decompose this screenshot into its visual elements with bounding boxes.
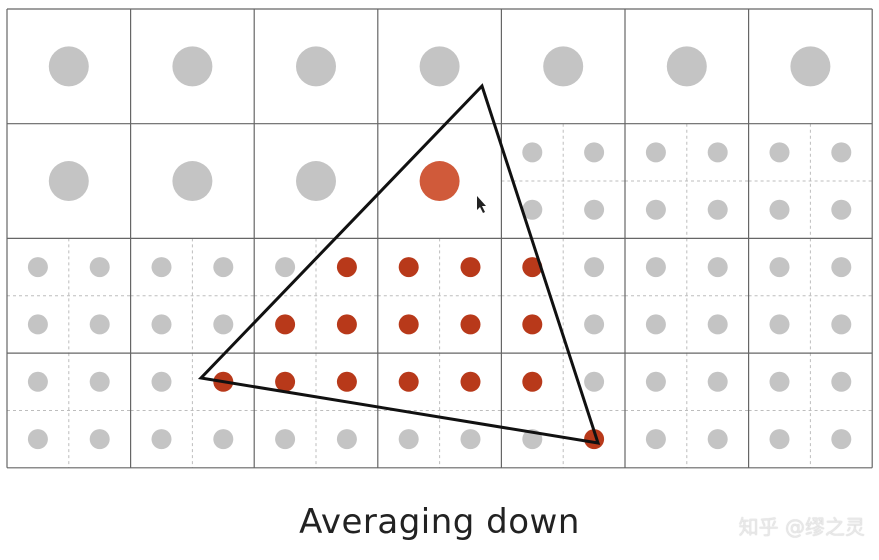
covered-subsample (398, 257, 419, 278)
subsample (769, 199, 790, 220)
subsample (27, 371, 48, 392)
subsample (584, 314, 605, 335)
triangle-outline (197, 83, 601, 445)
pixel-sample (543, 46, 584, 87)
pixel-sample (48, 161, 89, 202)
subsample (769, 371, 790, 392)
subsample (707, 199, 728, 220)
pixel-sample (172, 46, 213, 87)
subsample (645, 371, 666, 392)
subsample (89, 314, 110, 335)
subsample (831, 371, 852, 392)
pixel-sample (666, 46, 707, 87)
subsample (831, 142, 852, 163)
subsample (707, 314, 728, 335)
pixel-sample (296, 46, 336, 87)
subsample (151, 371, 172, 392)
pixel-sample (172, 161, 213, 202)
subsample (707, 257, 728, 278)
watermark: 知乎 @缪之灵 (738, 515, 865, 539)
subsample (707, 371, 728, 392)
subsample (89, 257, 110, 278)
subsample (89, 371, 110, 392)
subsample (522, 142, 543, 163)
covered-subsample (460, 257, 481, 278)
covered-subsample (275, 314, 296, 335)
subsample (584, 257, 605, 278)
pixel-sample (790, 46, 831, 87)
subsample (769, 314, 790, 335)
subsample (584, 371, 605, 392)
covered-subsample (460, 314, 481, 335)
subsample (89, 429, 110, 450)
subsample (522, 199, 543, 220)
covered-subsample (522, 314, 543, 335)
covered-subsample (398, 314, 419, 335)
subsample (460, 429, 481, 450)
subsample (275, 429, 296, 450)
subsample (213, 429, 234, 450)
subsample (769, 257, 790, 278)
subsample (398, 429, 419, 450)
subsample (213, 314, 234, 335)
subsample (769, 429, 790, 450)
pixel-sample (296, 161, 336, 202)
covered-subsample (522, 371, 543, 392)
covered-subsample (275, 371, 296, 392)
covered-subsample (336, 257, 357, 278)
subsample (151, 314, 172, 335)
pixel-sample (419, 46, 460, 87)
subsample (27, 257, 48, 278)
subsample (645, 257, 666, 278)
subsample (27, 429, 48, 450)
covered-subsample (460, 371, 481, 392)
subsample (707, 142, 728, 163)
subsample (645, 429, 666, 450)
subsample (336, 429, 357, 450)
covered-subsample (398, 371, 419, 392)
pixel-grid-figure (6, 8, 873, 469)
subsample (213, 257, 234, 278)
covered-subsample (336, 314, 357, 335)
subsample (645, 314, 666, 335)
subsample (831, 257, 852, 278)
subsample (707, 429, 728, 450)
mouse-cursor-icon (477, 196, 486, 213)
subsample (27, 314, 48, 335)
subsample (584, 199, 605, 220)
subsample (275, 257, 296, 278)
subsample (151, 429, 172, 450)
subsample (831, 429, 852, 450)
pixel-sample (48, 46, 89, 87)
subsample (584, 142, 605, 163)
averaged-pixel-sample (419, 161, 460, 202)
covered-subsample (522, 257, 543, 278)
covered-subsample (336, 371, 357, 392)
subsample (151, 257, 172, 278)
subsample (645, 199, 666, 220)
subsample (645, 142, 666, 163)
subsample (831, 314, 852, 335)
diagram-caption: Averaging down (299, 502, 580, 542)
subsample (769, 142, 790, 163)
subsample (831, 199, 852, 220)
